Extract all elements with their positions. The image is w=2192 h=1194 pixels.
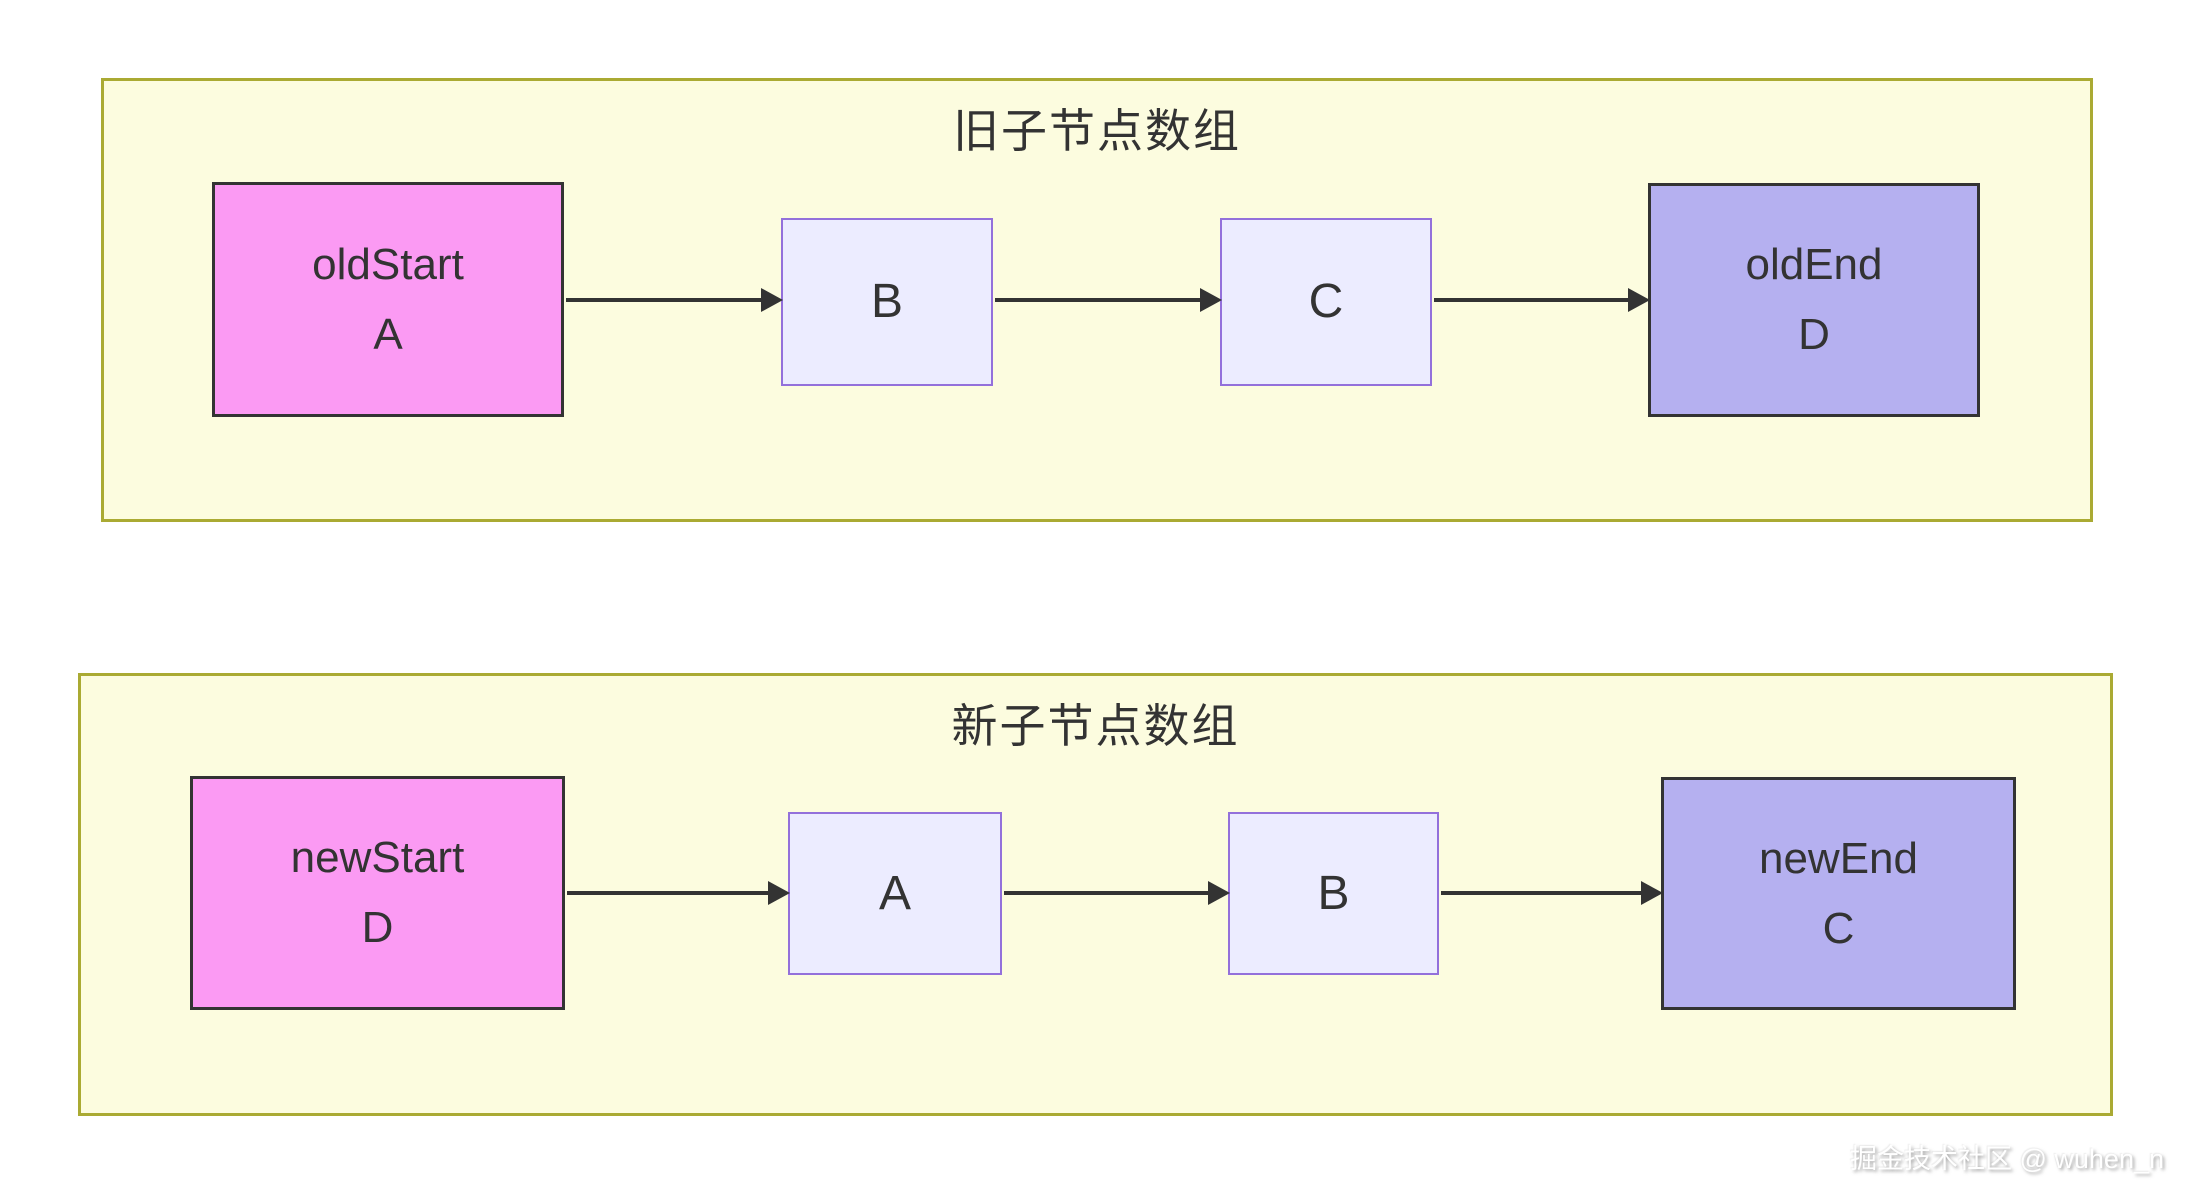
node-newstart-d: newStart D (190, 776, 565, 1010)
node-label: B (1317, 866, 1350, 920)
node-newend-c: newEnd C (1661, 777, 2016, 1010)
arrow-icon-b-to-newend (1441, 881, 1663, 905)
arrow-icon-c-to-oldend (1434, 288, 1650, 312)
arrow-icon-b-to-c (995, 288, 1222, 312)
node-old-c: C (1220, 218, 1432, 386)
node-label-line2: D (361, 903, 394, 952)
node-label: C (1308, 275, 1344, 328)
node-label: B (870, 275, 903, 328)
node-label: A (878, 866, 911, 920)
node-old-b: B (781, 218, 993, 386)
cluster-new-array-title: 新子节点数组 (951, 700, 1240, 752)
arrow-icon-newstart-to-a (567, 881, 790, 905)
node-oldend-d: oldEnd D (1648, 183, 1980, 417)
node-label-line1: oldEnd (1745, 240, 1883, 289)
node-new-b: B (1228, 812, 1439, 975)
arrow-icon-a-to-b (1004, 881, 1230, 905)
node-new-a: A (788, 812, 1002, 975)
cluster-old-array-title: 旧子节点数组 (953, 105, 1241, 157)
node-label-line2: D (1798, 310, 1830, 359)
node-label-line2: C (1822, 903, 1855, 953)
watermark: 掘金技术社区 @ wuhen_n (1849, 1144, 2164, 1174)
node-label-line1: oldStart (312, 239, 464, 289)
node-label-line1: newEnd (1758, 833, 1918, 883)
node-oldstart-a: oldStart A (212, 182, 564, 417)
arrow-icon-oldstart-to-b (566, 288, 783, 312)
node-label-line2: A (373, 309, 403, 359)
node-label-line1: newStart (290, 833, 465, 882)
